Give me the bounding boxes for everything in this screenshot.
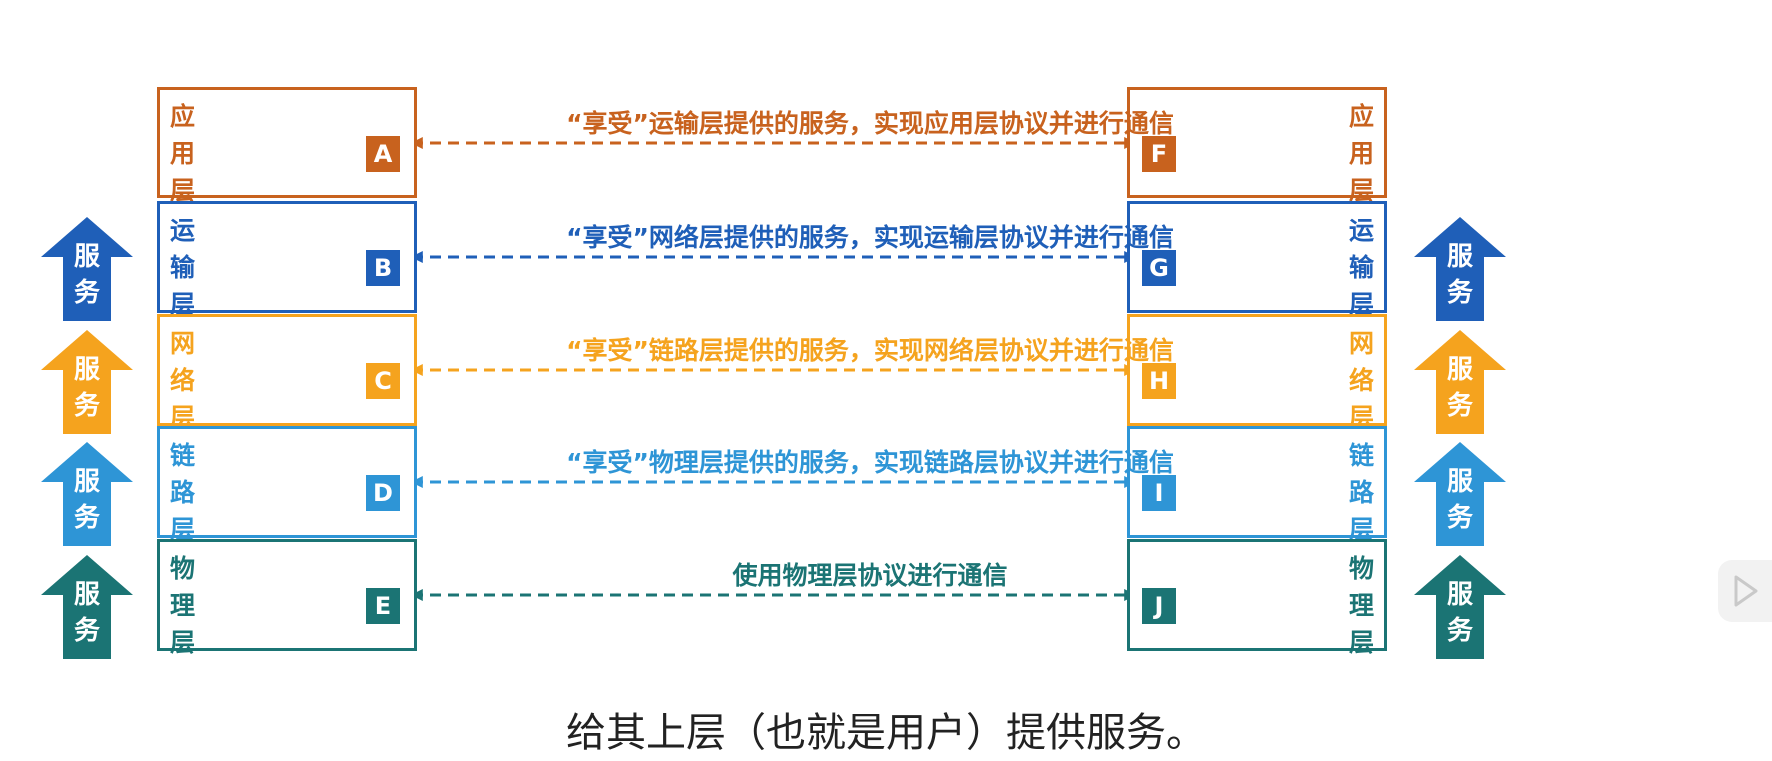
right-service-arrow-transport: 服 务 <box>1410 215 1510 323</box>
layer-name: 网 络 层 <box>1348 329 1374 432</box>
entity-letter: B <box>366 250 400 286</box>
left-service-arrow-transport: 服 务 <box>37 215 137 323</box>
layer-name: 应 用 层 <box>170 102 196 205</box>
up-arrow-icon <box>41 555 133 659</box>
service-label: 服 务 <box>73 467 100 533</box>
service-label: 服 务 <box>1446 355 1473 421</box>
peer-caption-transport: “享受”网络层提供的服务，实现运输层协议并进行通信 <box>566 223 1174 252</box>
up-arrow-icon <box>1414 330 1506 434</box>
up-arrow-icon <box>1414 555 1506 659</box>
entity-letter: C <box>366 363 400 399</box>
up-arrow-icon <box>1414 442 1506 546</box>
entity-letter: F <box>1142 136 1176 172</box>
play-icon <box>1734 575 1758 607</box>
up-arrow-icon <box>41 442 133 546</box>
right-service-arrow-physical: 服 务 <box>1410 553 1510 661</box>
service-label: 服 务 <box>73 355 100 421</box>
left-service-arrow-network: 服 务 <box>37 328 137 436</box>
entity-letter: G <box>1142 250 1176 286</box>
service-label: 服 务 <box>1446 580 1473 646</box>
entity-letter: A <box>366 136 400 172</box>
layer-name: 运 输 层 <box>170 216 196 319</box>
up-arrow-icon <box>41 330 133 434</box>
play-button[interactable] <box>1718 560 1772 622</box>
service-label: 服 务 <box>1446 467 1473 533</box>
service-label: 服 务 <box>1446 242 1473 308</box>
left-service-arrow-physical: 服 务 <box>37 553 137 661</box>
layer-name: 物 理 层 <box>170 554 196 657</box>
service-label: 服 务 <box>73 242 100 308</box>
entity-letter: E <box>366 588 400 624</box>
peer-caption-application: “享受”运输层提供的服务，实现应用层协议并进行通信 <box>566 109 1174 138</box>
peer-caption-physical: 使用物理层协议进行通信 <box>732 561 1008 590</box>
entity-letter: J <box>1142 588 1176 624</box>
up-arrow-icon <box>41 217 133 321</box>
up-arrow-icon <box>1414 217 1506 321</box>
layer-name: 链 路 层 <box>1348 441 1374 544</box>
left-service-arrow-link: 服 务 <box>37 440 137 548</box>
entity-letter: I <box>1142 475 1176 511</box>
layer-name: 运 输 层 <box>1348 216 1374 319</box>
right-service-arrow-network: 服 务 <box>1410 328 1510 436</box>
subtitle: 给其上层（也就是用户）提供服务。 <box>566 710 1206 756</box>
entity-letter: H <box>1142 363 1176 399</box>
right-service-arrow-link: 服 务 <box>1410 440 1510 548</box>
layer-name: 网 络 层 <box>170 329 196 432</box>
peer-caption-network: “享受”链路层提供的服务，实现网络层协议并进行通信 <box>566 336 1174 365</box>
peer-caption-link: “享受”物理层提供的服务，实现链路层协议并进行通信 <box>566 448 1174 477</box>
service-label: 服 务 <box>73 580 100 646</box>
entity-letter: D <box>366 475 400 511</box>
layer-name: 物 理 层 <box>1348 554 1374 657</box>
layer-name: 应 用 层 <box>1348 102 1374 205</box>
layer-name: 链 路 层 <box>170 441 196 544</box>
